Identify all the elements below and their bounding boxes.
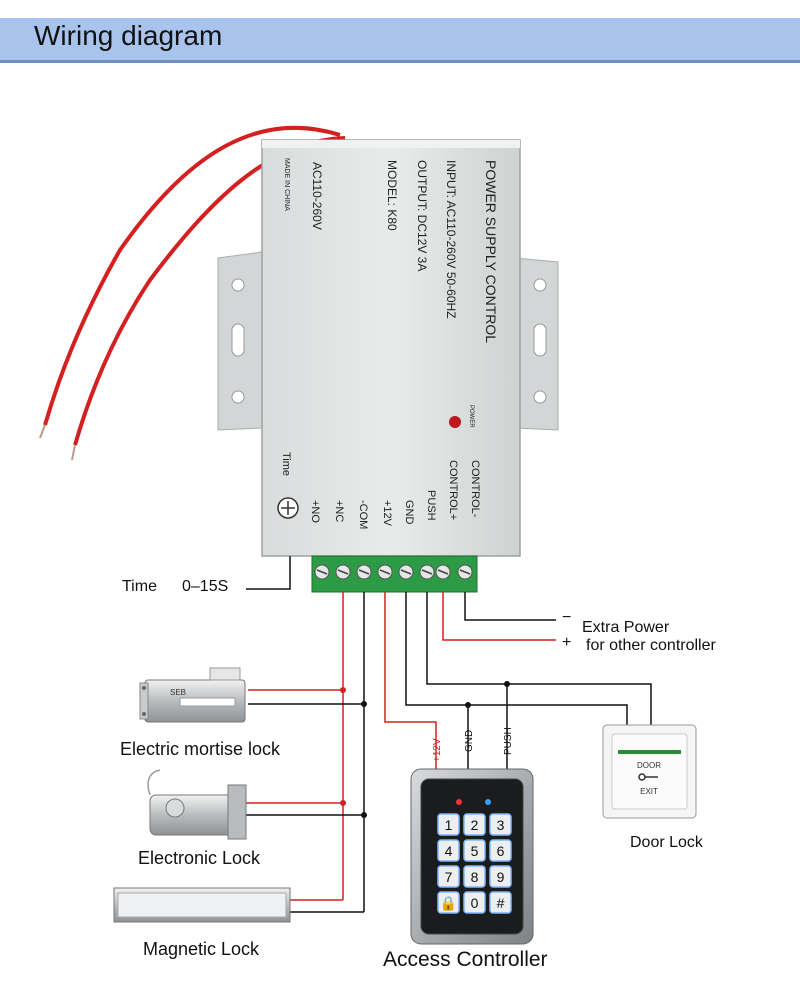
keypad-key-label: 0 — [471, 895, 479, 911]
time-range-label: Time — [122, 578, 157, 595]
terminal-screw-slot — [459, 569, 471, 575]
keypad-wire-gnd: GND — [464, 730, 475, 752]
terminal-screw-slot — [316, 569, 328, 575]
keypad-key-label: 6 — [497, 843, 505, 859]
keypad-key — [437, 813, 460, 836]
keypad-key — [437, 865, 460, 888]
power-supply-unit — [217, 139, 559, 557]
mortise-lock-label: Electric mortise lock — [120, 739, 281, 759]
psu-power-label: POWER — [468, 405, 474, 428]
access-controller-label: Access Controller — [383, 948, 548, 971]
terminal-screw-slot — [400, 569, 412, 575]
wire-junctions — [340, 681, 510, 818]
terminal-screw-slot — [337, 569, 349, 575]
psu-model: MODEL: K80 — [385, 160, 399, 231]
psu-input: INPUT: AC110-260V 50-60HZ — [444, 160, 458, 319]
time-range-value: 0–15S — [182, 578, 229, 595]
keypad-wire-12v: +12V — [432, 738, 443, 762]
keypad-key — [463, 839, 486, 862]
psu-label-text: POWER SUPPLY CONTROL INPUT: AC110-260V 5… — [280, 158, 499, 529]
keypad-key — [463, 813, 486, 836]
terminal-label-push: PUSH — [425, 490, 437, 521]
keypad-key-label: 9 — [497, 869, 505, 885]
door-lock-label: Door Lock — [630, 834, 703, 851]
keypad-key-label: 8 — [471, 869, 479, 885]
keypad-key — [437, 839, 460, 862]
magnetic-lock-label: Magnetic Lock — [143, 939, 260, 959]
exit-button-door: DOOR — [637, 761, 661, 770]
extra-power-label: Extra Power — [582, 619, 670, 636]
keypad-key — [437, 891, 460, 914]
keypad-key — [463, 891, 486, 914]
keypad-key — [489, 865, 512, 888]
other-controller-label: for other controller — [586, 637, 716, 654]
terminal-label-no: +NO — [309, 500, 321, 523]
keypad-key-label: 5 — [471, 843, 479, 859]
psu-time-label: Time — [280, 452, 292, 476]
keypad-key-label: 🔒 — [440, 895, 457, 912]
exit-button-image: DOOR EXIT — [602, 724, 697, 819]
keypad-key-label: # — [497, 895, 505, 911]
page-title: Wiring diagram — [34, 20, 223, 51]
keypad-key-label: 4 — [445, 843, 453, 859]
keypad-key — [489, 813, 512, 836]
keypad-key — [489, 839, 512, 862]
psu-origin: MADE IN CHINA — [283, 158, 290, 211]
exit-button-exit: EXIT — [640, 787, 658, 796]
keypad-key-label: 3 — [497, 817, 505, 833]
terminal-screw-slot — [437, 569, 449, 575]
keypad-key-label: 7 — [445, 869, 453, 885]
terminal-label-com: -COM — [357, 500, 369, 529]
keypad-key-label: 1 — [445, 817, 453, 833]
psu-ac-label: AC110-260V — [310, 162, 324, 230]
mortise-brand: SEB — [170, 688, 186, 697]
terminal-screw-slot — [421, 569, 433, 575]
electronic-lock-label: Electronic Lock — [138, 848, 261, 868]
extra-power-plus: + — [562, 634, 572, 651]
terminal-label-control-plus: CONTROL+ — [447, 460, 459, 520]
terminal-label-nc: +NC — [333, 500, 345, 522]
terminal-label-gnd: GND — [403, 500, 415, 525]
psu-title: POWER SUPPLY CONTROL — [483, 160, 499, 343]
terminal-block — [311, 555, 478, 593]
keypad-key — [463, 865, 486, 888]
extra-power-minus: − — [562, 609, 572, 626]
keypad-key-label: 2 — [471, 817, 479, 833]
electronic-lock-image — [147, 769, 247, 840]
terminal-screw-slot — [379, 569, 391, 575]
magnetic-lock-image — [113, 887, 291, 923]
access-keypad-image: 1 2 3 4 5 6 7 8 9 🔒 0 # — [410, 768, 534, 945]
terminal-label-12v: +12V — [381, 500, 393, 527]
keypad-wire-labels: +12V GND PUSH — [432, 727, 514, 762]
terminal-label-control-minus: CONTROL- — [469, 460, 481, 518]
mortise-lock-image: SEB — [139, 667, 246, 723]
terminal-screw-slot — [358, 569, 370, 575]
wiring-lines — [240, 556, 652, 913]
psu-output: OUTPUT: DC12V 3A — [415, 160, 429, 271]
keypad-key — [489, 891, 512, 914]
header-bar: Wiring diagram — [0, 18, 800, 63]
keypad-wire-push: PUSH — [503, 727, 514, 755]
